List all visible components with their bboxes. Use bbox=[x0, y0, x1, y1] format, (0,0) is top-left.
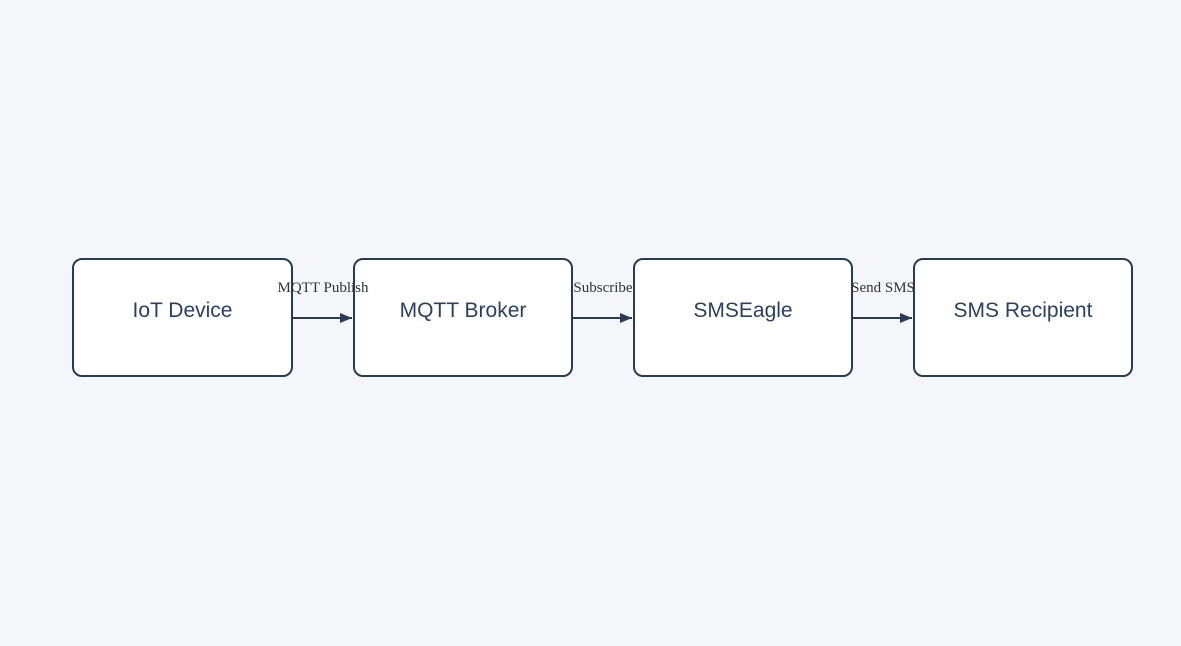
node-smseagle-label: SMSEagle bbox=[693, 298, 793, 322]
edge-label-mqtt-publish: MQTT Publish bbox=[277, 280, 369, 296]
node-mqtt-broker-label: MQTT Broker bbox=[399, 298, 527, 322]
node-iot-device: IoT Device bbox=[72, 258, 293, 377]
node-smseagle: SMSEagle bbox=[633, 258, 853, 377]
node-iot-device-label: IoT Device bbox=[132, 298, 233, 322]
edge-label-subscribe: Subscribe bbox=[573, 280, 633, 296]
edge-label-send-sms: Send SMS bbox=[851, 280, 915, 296]
node-sms-recipient: SMS Recipient bbox=[913, 258, 1133, 377]
node-mqtt-broker: MQTT Broker bbox=[353, 258, 573, 377]
node-sms-recipient-label: SMS Recipient bbox=[953, 298, 1093, 322]
